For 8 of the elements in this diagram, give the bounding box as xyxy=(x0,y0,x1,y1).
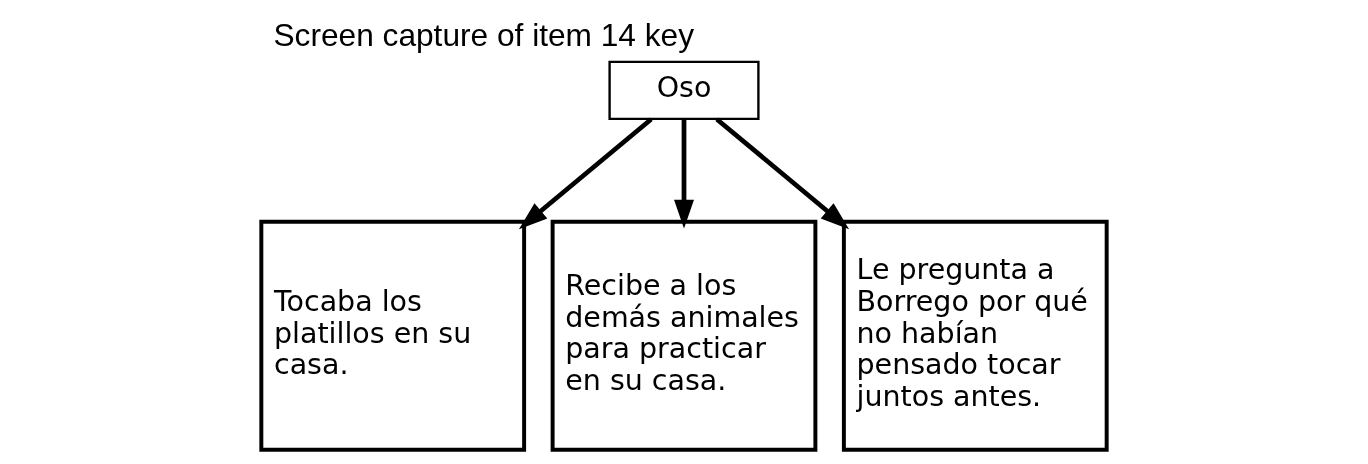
diagram-title: Screen capture of item 14 key xyxy=(273,16,695,53)
node-box: Le pregunta a Borrego por qué no habían pensado tocar juntos antes. xyxy=(841,219,1109,452)
node-box: Recibe a los demás animales para practicar en su casa. xyxy=(550,219,818,452)
node-box: Oso xyxy=(608,60,760,120)
arrow xyxy=(715,117,850,230)
arrow xyxy=(518,117,653,230)
node-box: Tocaba los platillos en su casa. xyxy=(259,219,527,452)
arrow xyxy=(674,119,694,229)
